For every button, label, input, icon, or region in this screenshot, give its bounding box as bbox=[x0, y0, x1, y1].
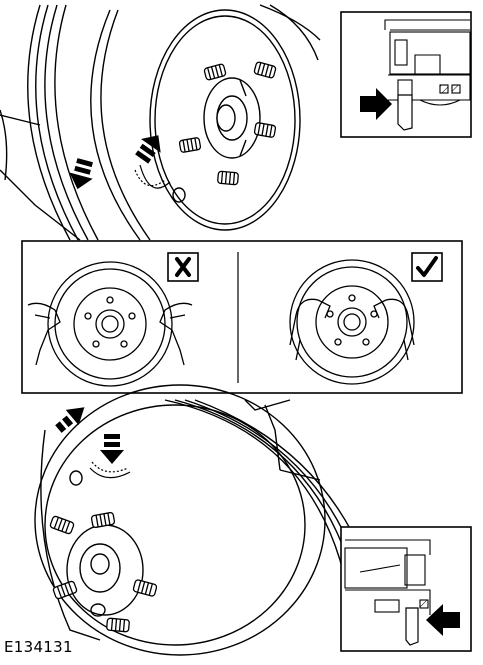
arrow-down-icon bbox=[100, 434, 124, 464]
arrow-up-right-icon bbox=[55, 407, 85, 433]
bottom-wheel-studs bbox=[49, 512, 158, 633]
arrow-left-icon bbox=[426, 604, 460, 636]
inset-top-right bbox=[340, 11, 472, 138]
rotate-arrow-icon bbox=[89, 461, 131, 479]
top-arrows bbox=[69, 135, 171, 190]
middle-comparison-panel bbox=[21, 240, 463, 394]
check-icon bbox=[416, 256, 438, 277]
figure-caption: E134131 bbox=[4, 638, 73, 656]
cross-icon bbox=[175, 257, 191, 277]
rotate-arrow-icon bbox=[134, 164, 171, 189]
wrong-grip-illustration bbox=[27, 261, 193, 387]
correct-grip-illustration bbox=[289, 259, 415, 385]
check-badge bbox=[411, 252, 443, 282]
cross-badge bbox=[167, 252, 199, 282]
top-wheel-studs bbox=[178, 61, 277, 186]
arrow-up-right-icon bbox=[135, 135, 161, 164]
inset-bottom-right bbox=[340, 526, 472, 652]
top-wheel-scene bbox=[0, 4, 321, 241]
bottom-wheel-scene bbox=[34, 384, 366, 656]
bottom-arrows bbox=[55, 407, 131, 479]
arrow-down-left-icon bbox=[69, 158, 93, 190]
arrow-right-icon bbox=[360, 88, 392, 120]
